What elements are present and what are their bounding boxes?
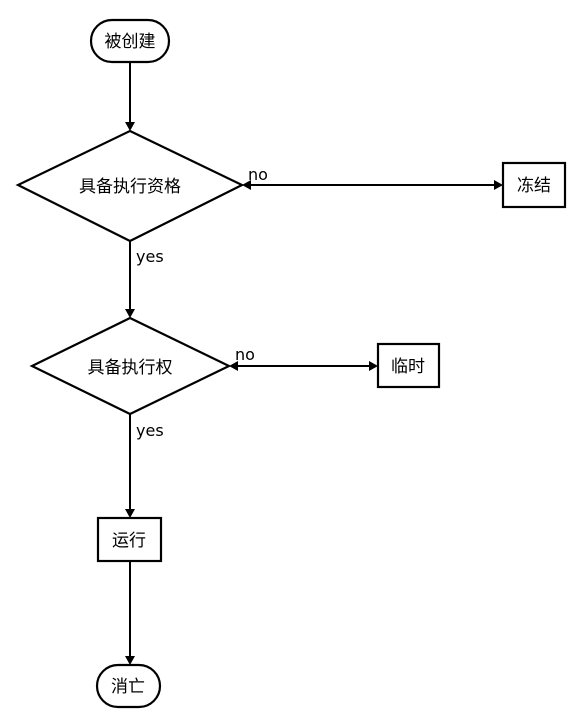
edge-label-qualify-yes: yes: [136, 247, 164, 266]
node-frozen: 冻结: [501, 161, 567, 209]
node-label-running: 运行: [112, 531, 146, 551]
node-label-created: 被创建: [105, 32, 156, 52]
process-shape: [96, 516, 163, 563]
edge-label-qualify-no: no: [248, 165, 268, 184]
node-created: 被创建: [89, 18, 171, 64]
node-right: 具备执行权: [29, 316, 232, 416]
node-label-qualify: 具备执行资格: [79, 177, 181, 197]
edge-label-right-yes: yes: [136, 421, 164, 440]
node-label-frozen: 冻结: [517, 176, 551, 196]
arrowhead-frozen-left: [494, 180, 503, 190]
arrowhead-right-right: [229, 361, 238, 371]
arrowhead-qualify-right: [242, 180, 251, 190]
arrowhead-qualify-top: [125, 122, 135, 131]
terminal-shape: [95, 663, 162, 709]
node-dead: 消亡: [95, 663, 162, 709]
node-label-temporary: 临时: [391, 357, 425, 377]
terminal-shape: [89, 18, 171, 64]
node-temporary: 临时: [376, 342, 441, 389]
process-shape: [376, 342, 441, 389]
arrowhead-dead-top: [125, 656, 135, 665]
node-label-dead: 消亡: [111, 677, 145, 697]
node-qualify: 具备执行资格: [15, 129, 245, 243]
decision-shape: [29, 316, 232, 416]
edge-label-right-no: no: [235, 345, 255, 364]
node-label-right: 具备执行权: [88, 358, 173, 378]
arrowhead-temporary-left: [369, 361, 378, 371]
arrowhead-right-top: [125, 309, 135, 318]
edges: [125, 62, 503, 665]
decision-shape: [15, 129, 245, 243]
process-shape: [501, 161, 567, 209]
node-running: 运行: [96, 516, 163, 563]
arrowhead-running-top: [125, 509, 135, 518]
